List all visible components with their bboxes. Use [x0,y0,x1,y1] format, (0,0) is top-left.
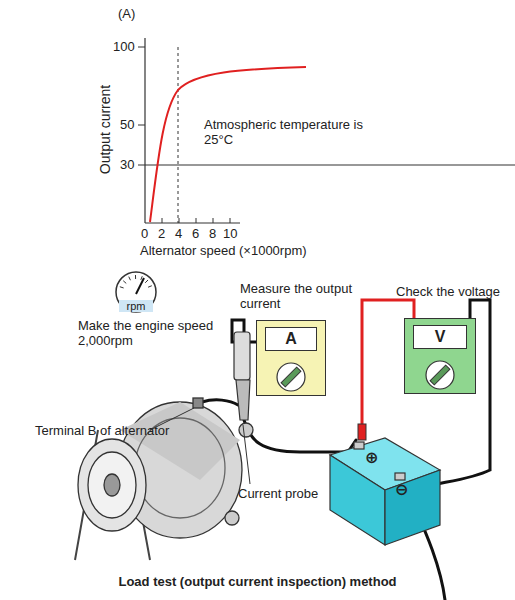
rpm-gauge: rpm [114,270,158,314]
meter-dial [257,357,325,395]
tick-label: 100 [113,39,135,54]
dial-tick [129,277,131,281]
tick-label: 30 [120,157,134,172]
needle [136,278,144,294]
instruction: Make the engine speed 2,000rpm [78,318,228,348]
tick-label: 6 [192,226,199,241]
meter-dial [405,355,475,393]
battery [330,438,440,545]
tick-label: 10 [223,226,237,241]
polarity-symbol: ⊖ [395,482,408,497]
axis-title: Output current [99,85,114,175]
dial-band [119,300,153,312]
dial-tick [148,286,152,287]
dial-tick [145,280,148,283]
dial [277,363,305,391]
instruction: Check the voltage [396,284,500,299]
axis-title: Alternator speed (×1000rpm) [140,243,307,258]
alternator [75,398,253,560]
tick-label: 4 [175,226,182,241]
note: Atmospheric temperature is 25°C [204,117,379,147]
voltmeter: V [404,318,476,394]
part-name: Terminal B of alternator [35,423,169,438]
current-probe [234,332,250,420]
dial [116,272,156,312]
dial-tick [135,275,136,279]
instruction: Measure the output current [240,281,360,311]
dial-tick [120,287,124,288]
chart-axes [138,38,515,223]
unit-label: (A) [118,6,135,21]
dial-tick [123,281,126,284]
part-name: Current probe [238,486,318,501]
wires [202,300,490,600]
caption: Load test (output current inspection) me… [118,574,396,589]
meter-symbol: V [413,325,467,349]
leader-lines [150,408,250,484]
polarity-symbol: ⊕ [365,450,378,465]
dial [426,361,454,389]
tick-label: 8 [209,226,216,241]
tick-label: 0 [141,226,148,241]
dial-knob [281,367,301,387]
gauge-label: rpm [127,300,146,312]
tick-label: 2 [158,226,165,241]
tick-label: 50 [120,117,134,132]
ammeter: A [256,320,326,396]
dial-tick [141,276,142,280]
meter-symbol: A [265,327,317,351]
dial-knob [430,365,450,385]
